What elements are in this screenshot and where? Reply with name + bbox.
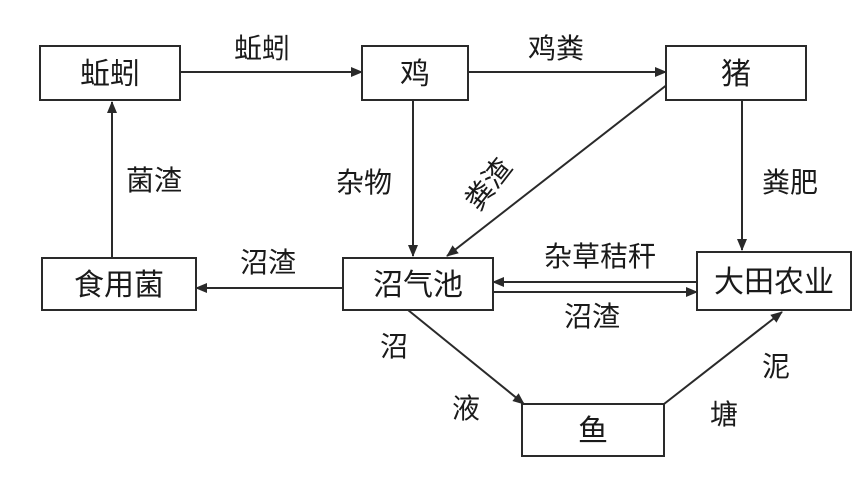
node-earthworm-label: 蚯蚓 (80, 57, 140, 92)
node-farmland-label: 大田农业 (714, 265, 834, 300)
node-pig: 猪 (665, 45, 807, 101)
node-mushroom-label: 食用菌 (74, 268, 164, 303)
node-biogas: 沼气池 (342, 257, 494, 311)
label-mushroom-to-earthworm: 菌渣 (126, 164, 182, 197)
edge-biogas-to-fish (407, 309, 525, 405)
label-biogas-to-mushroom: 沼渣 (240, 246, 296, 279)
edge-fish-to-farmland (663, 311, 783, 405)
node-mushroom: 食用菌 (41, 257, 197, 311)
node-farmland: 大田农业 (696, 251, 852, 311)
label-fish-to-farmland-1: 泥 (762, 350, 790, 383)
label-earthworm-to-chicken: 蚯蚓 (234, 32, 290, 65)
label-pig-to-farmland: 粪肥 (762, 166, 818, 199)
node-fish-label: 鱼 (578, 414, 608, 449)
label-chicken-to-pig: 鸡粪 (528, 32, 584, 65)
label-chicken-to-biogas: 杂物 (336, 166, 392, 199)
node-fish: 鱼 (521, 403, 665, 457)
label-biogas-to-fish-1: 沼 (380, 330, 408, 363)
node-biogas-label: 沼气池 (373, 268, 463, 303)
edge-pig-to-biogas (446, 83, 669, 257)
node-chicken: 鸡 (361, 45, 469, 101)
label-biogas-to-fish-2: 液 (452, 392, 480, 425)
node-pig-label: 猪 (721, 57, 751, 92)
node-chicken-label: 鸡 (400, 57, 430, 92)
label-fish-to-farmland-2: 塘 (710, 398, 738, 431)
label-farmland-to-biogas: 杂草秸秆 (544, 240, 656, 273)
node-earthworm: 蚯蚓 (39, 45, 181, 101)
label-biogas-to-farmland: 沼渣 (564, 300, 620, 333)
